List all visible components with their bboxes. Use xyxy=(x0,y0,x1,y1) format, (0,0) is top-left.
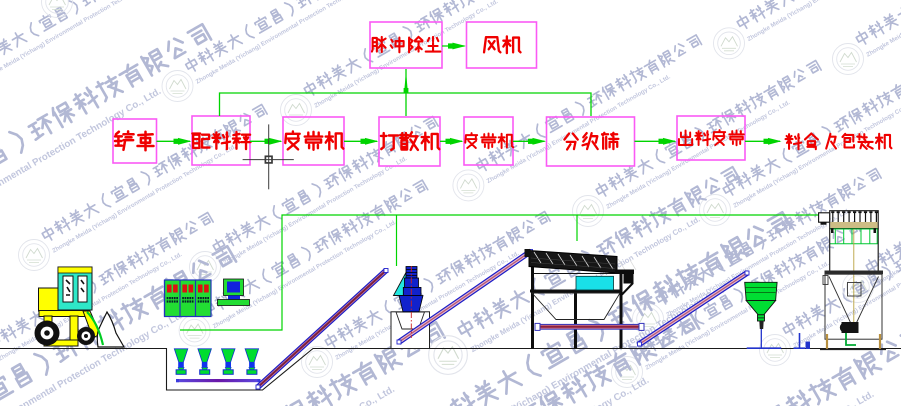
svg-text:Zhongke Meida (Yichang) Enviro: Zhongke Meida (Yichang) Environmental Pr… xyxy=(0,0,166,84)
svg-text:Zhongke Meida (Yichang) Enviro: Zhongke Meida (Yichang) Environmental Pr… xyxy=(74,0,260,2)
svg-text:Zhongke Meida (Yichang) Enviro: Zhongke Meida (Yichang) Environmental Pr… xyxy=(195,0,381,86)
svg-text:Zhongke Meida (Yichang) Enviro: Zhongke Meida (Yichang) Environmental Pr… xyxy=(746,0,901,43)
svg-text:Zhongke Meida (Yichang) Enviro: Zhongke Meida (Yichang) Environmental Pr… xyxy=(865,0,901,59)
svg-text:Zhongke Meida (Yichang) Enviro: Zhongke Meida (Yichang) Environmental Pr… xyxy=(732,98,901,210)
svg-text:Zhongke Meida (Yichang) Enviro: Zhongke Meida (Yichang) Environmental Pr… xyxy=(222,155,408,267)
svg-text:Zhongke Meida (Yichang) Enviro: Zhongke Meida (Yichang) Environmental Pr… xyxy=(51,143,237,255)
